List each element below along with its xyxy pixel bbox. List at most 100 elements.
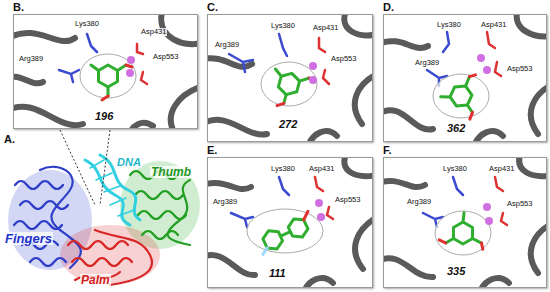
binding-site-scene-part-part (355, 217, 373, 269)
zoom-leader (60, 130, 110, 205)
zoom-leader-part (100, 130, 110, 205)
binding-site-scene-part (13, 14, 198, 129)
binding-site-scene-part-part (517, 14, 547, 37)
binding-site-scene-part-part (13, 107, 83, 125)
binding-site-scene-part (59, 70, 79, 82)
polymerase-structure-part-part (90, 160, 134, 216)
binding-site-scene-part-part (383, 181, 425, 187)
residue-label: Asp553 (506, 65, 533, 73)
residue-label: Asp431 (140, 28, 167, 36)
binding-site-scene-part (443, 32, 449, 52)
binding-site-scene-part (247, 209, 323, 253)
binding-site-scene-part (453, 177, 463, 195)
residue-label: Lys380 (270, 22, 296, 30)
binding-site-scene-part (261, 62, 317, 106)
binding-site-scene-part (266, 69, 315, 113)
binding-site-scene-part (309, 62, 317, 70)
binding-site-scene-part (126, 69, 134, 77)
binding-site-scene-part (229, 54, 253, 72)
residue-label: Arg389 (214, 41, 240, 49)
binding-site-scene-part (207, 157, 373, 288)
binding-site-scene-part (315, 177, 333, 219)
binding-site-scene-part-part (383, 258, 433, 277)
panel-letter: C. (207, 2, 218, 13)
binding-site-scene-part (207, 14, 373, 142)
polymerase-structure-part-part (68, 241, 128, 249)
binding-site-scene-part-part (344, 157, 373, 176)
binding-site-scene-part-part (207, 120, 267, 135)
binding-site-scene-part (441, 73, 495, 125)
inset-panel: E.Lys380Arg389Asp431Asp553111 (207, 157, 373, 288)
inset-panel: B.Lys380Arg389Asp431Asp553196 (13, 14, 198, 129)
binding-site-scene-part-part (383, 41, 428, 48)
residue-label: Lys380 (74, 20, 100, 28)
compound-number: 111 (268, 268, 287, 279)
zoom-leader-part (60, 130, 95, 205)
binding-site-scene (383, 157, 547, 288)
binding-site-scene-part (207, 157, 373, 288)
residue-label: Asp431 (312, 24, 339, 32)
residue-label: Asp431 (480, 21, 507, 29)
binding-site-scene-part (319, 38, 329, 84)
residue-label: Lys380 (270, 165, 296, 173)
binding-site-scene-part (309, 76, 317, 84)
residue-label: Asp553 (330, 55, 357, 63)
binding-site-scene-part-part (383, 110, 433, 129)
binding-site-scene-part (383, 14, 547, 142)
binding-site-scene (207, 14, 373, 142)
residue-label: Lys380 (436, 21, 462, 29)
polymerase-structure-part-part (40, 167, 81, 268)
residue-label: Asp553 (506, 200, 533, 208)
compound-number: 196 (94, 111, 114, 122)
binding-site-scene-part (137, 44, 147, 84)
binding-site-scene-part-part (13, 77, 43, 84)
binding-site-scene-part (91, 65, 132, 100)
polymerase-structure-part-part (142, 231, 178, 239)
residue-label: Arg389 (406, 198, 432, 206)
binding-site-scene-part (279, 177, 289, 195)
compound-number: 362 (446, 123, 466, 134)
binding-site-scene-part-part (307, 131, 337, 142)
binding-site-scene-part-part (207, 183, 251, 189)
binding-site-scene-part-part (531, 84, 547, 134)
binding-site-scene-part-part (207, 255, 255, 275)
binding-site-scene-part (485, 217, 493, 225)
polymerase-structure-part (14, 167, 81, 268)
binding-site-scene-part-part (344, 14, 373, 35)
binding-site-scene-part (383, 14, 547, 142)
inset-panel: D.Lys380Arg389Asp431Asp553362 (383, 14, 547, 142)
binding-site-scene-part-part (171, 86, 198, 129)
polymerase-structure-part-part (135, 191, 183, 199)
inset-panel: C.Lys380Arg389Asp431Asp553272 (207, 14, 373, 142)
panel-letter: F. (383, 145, 392, 156)
binding-site-scene-part-part (303, 278, 333, 288)
residue-label: Asp431 (488, 165, 515, 173)
binding-site-scene-part (87, 34, 97, 52)
polymerase-structure-part-part (138, 211, 186, 219)
residue-label: Asp553 (152, 53, 179, 61)
binding-site-scene-part (317, 213, 325, 221)
polymerase-structure-part (68, 230, 152, 285)
binding-site-scene-part-part (355, 74, 373, 124)
binding-site-scene-part (254, 211, 316, 255)
panel-letter: A. (3, 134, 16, 145)
binding-site-scene-part-part (13, 33, 75, 41)
binding-site-scene (383, 14, 547, 142)
binding-site-scene-part (383, 157, 547, 288)
inset-panel: F.Lys380Arg389Asp431Asp553335 (383, 157, 547, 288)
binding-site-scene-part (483, 203, 491, 211)
polymerase-structure-part-part (30, 258, 66, 266)
binding-site-scene (207, 157, 373, 288)
compound-number: 335 (446, 266, 466, 277)
polymerase-structure-part-part (15, 181, 63, 189)
polymerase-structure-part (60, 225, 160, 285)
panel-letter: B. (13, 2, 24, 13)
residue-label: Arg389 (18, 55, 44, 63)
binding-site-scene-part (279, 34, 287, 56)
compound-number: 272 (278, 119, 298, 130)
binding-site-scene-part-part (473, 131, 503, 142)
panel-letter: E. (207, 145, 217, 156)
binding-site-scene-part (483, 66, 491, 74)
binding-site-scene-part-part (519, 157, 547, 176)
